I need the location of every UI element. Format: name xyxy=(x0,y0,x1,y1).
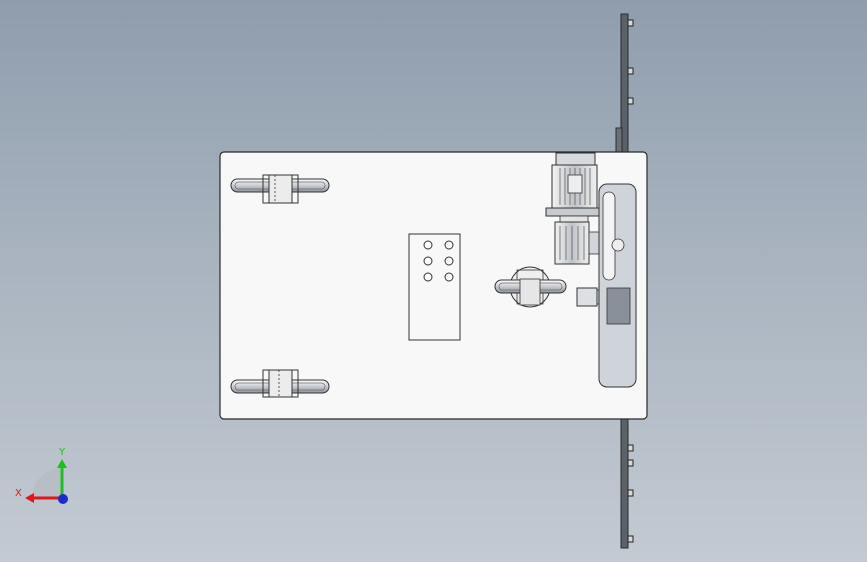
vertical-rail-bottom xyxy=(620,417,634,549)
mount-hole xyxy=(444,256,454,266)
rail-bolt xyxy=(627,535,634,543)
rail-bolt xyxy=(627,459,634,467)
rail-bolt xyxy=(627,67,634,75)
center-mounting-block[interactable] xyxy=(408,233,461,341)
y-axis-arrowhead xyxy=(57,459,67,468)
x-axis-arrowhead xyxy=(25,493,34,503)
rail-bolt xyxy=(627,97,634,105)
rail-bolt xyxy=(627,489,634,497)
x-axis-label: X xyxy=(15,488,22,499)
lifting-ring-top-left[interactable] xyxy=(230,174,330,204)
mount-hole xyxy=(423,272,433,282)
lifting-ring-center[interactable] xyxy=(494,266,567,308)
mount-hole xyxy=(444,240,454,250)
vertical-rail-top xyxy=(615,13,634,157)
y-axis-label: Y xyxy=(58,447,66,458)
coordinate-triad: X Y xyxy=(15,447,68,504)
mount-hole xyxy=(423,256,433,266)
lifting-ring-bottom-left[interactable] xyxy=(230,369,330,398)
drive-arm[interactable] xyxy=(598,183,637,388)
z-axis-dot xyxy=(58,494,68,504)
rail-bolt xyxy=(627,444,634,452)
gear-motor-assembly[interactable] xyxy=(545,152,608,307)
rail-bolt xyxy=(627,19,634,27)
mount-hole xyxy=(444,272,454,282)
mount-hole xyxy=(423,240,433,250)
